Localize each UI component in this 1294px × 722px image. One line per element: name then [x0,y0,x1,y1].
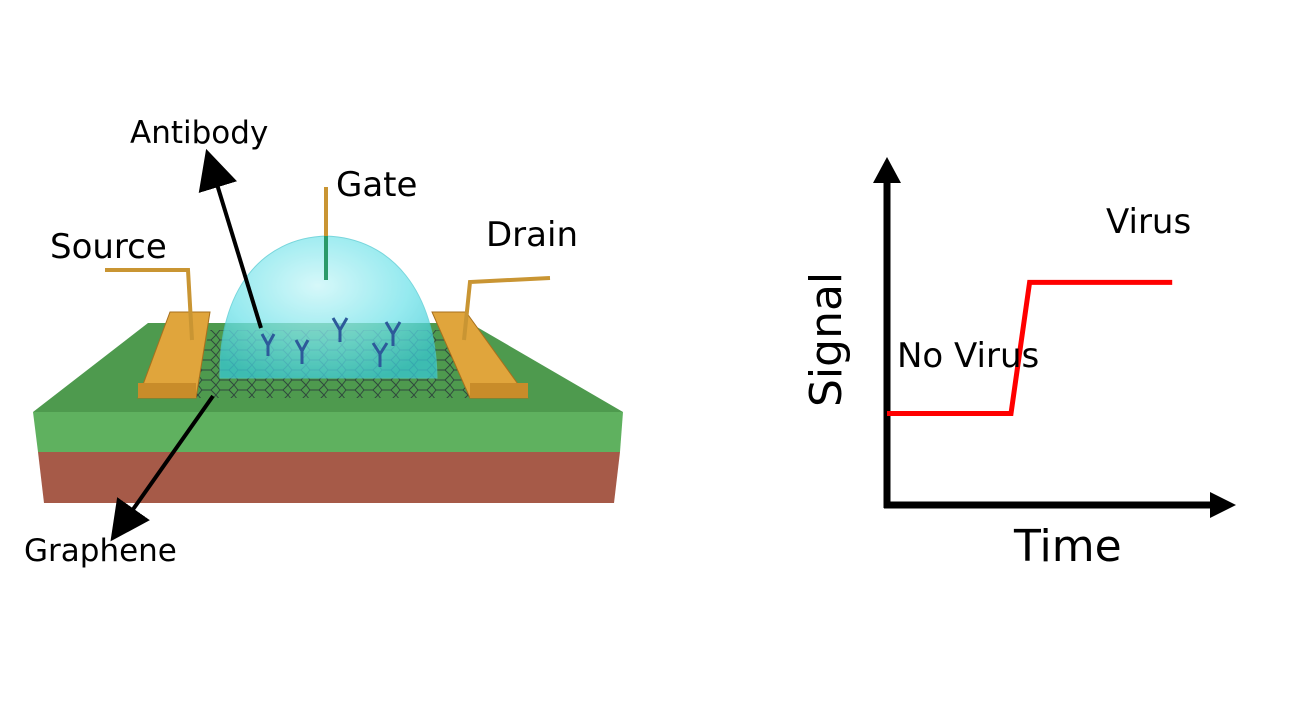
drain-wire [462,276,551,341]
annotation-virus: Virus [1106,202,1192,242]
antibody-label: Antibody [130,115,269,151]
substrate-base [38,452,620,503]
source-wire [105,268,194,341]
graphene-label: Graphene [24,533,177,569]
antibody-group [260,317,402,367]
signal-series-line-0 [887,279,1173,416]
drain-label: Drain [486,215,578,255]
y-axis-arrowhead [873,157,901,183]
y-axis-label: Signal [801,271,852,407]
gate-label: Gate [336,165,418,205]
x-axis-arrowhead [1210,492,1236,518]
graphene-arrow [110,394,215,542]
annotation-no-virus: No Virus [897,336,1040,376]
antibody-arrow [198,148,263,329]
source-label: Source [50,227,167,267]
x-axis-label: Time [1014,521,1122,572]
